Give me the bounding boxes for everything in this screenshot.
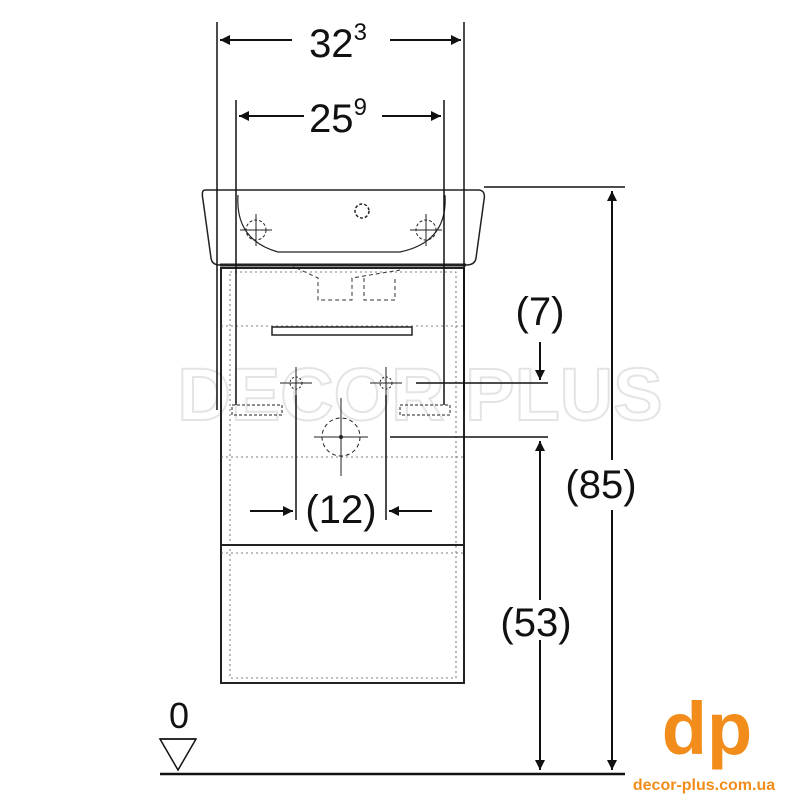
inner-width-label: 25 (309, 97, 354, 141)
drawer-handle (271, 326, 413, 336)
washbasin (201, 189, 486, 267)
brand-url: decor-plus.com.ua (633, 777, 775, 794)
siphon (289, 264, 401, 301)
floor-level-label: 0 (169, 695, 189, 736)
brand-monogram: dp (662, 687, 752, 770)
total-height-label: (85) (565, 463, 636, 507)
brand-logo: dp decor-plus.com.ua (633, 687, 775, 794)
outer-width-superscript: 3 (354, 19, 367, 46)
extension-lines (216, 22, 625, 520)
floor-level: 0 (158, 695, 625, 776)
top-offset-label: (7) (516, 290, 565, 334)
tap-hole (354, 203, 370, 219)
inner-width-superscript: 9 (354, 94, 367, 121)
cabinet (220, 267, 465, 684)
level-marker-icon (158, 738, 198, 772)
drain-height-label: (53) (500, 601, 571, 645)
pipe-connections (280, 367, 402, 476)
pipe-spacing-label: (12) (305, 488, 376, 532)
outer-width-label: 32 (309, 22, 354, 66)
svg-text:323: 323 (309, 19, 367, 66)
svg-text:259: 259 (309, 94, 367, 141)
basin-mounting-marks (245, 219, 437, 241)
watermark: DECOR PLUS (177, 353, 662, 436)
dimension-lines (220, 35, 617, 770)
